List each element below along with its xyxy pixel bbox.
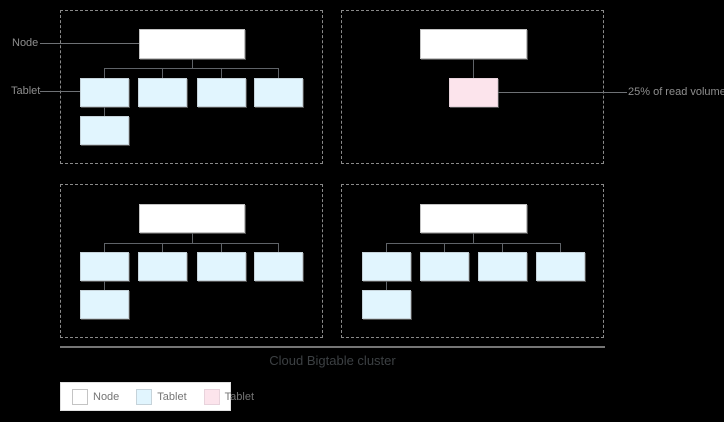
node-swatch: [72, 388, 88, 405]
read-volume-annotation-label: 25% of read volume: [628, 86, 724, 98]
connector-line: [162, 243, 163, 252]
tablet-box: [197, 252, 246, 281]
node-box: [139, 29, 245, 59]
connector-line: [162, 68, 163, 78]
connector-line: [473, 59, 474, 78]
connector-line: [104, 281, 105, 290]
tablet-box: [80, 116, 129, 145]
tablet-box: [80, 290, 129, 319]
connector-line: [104, 107, 105, 116]
node-box: [420, 29, 527, 59]
connector-line: [221, 243, 222, 252]
node-leader-line: [40, 43, 139, 44]
legend-item-node: Node: [72, 388, 120, 405]
connector-line: [104, 68, 105, 78]
legend-item-tablet: Tablet: [136, 388, 187, 405]
connector-line: [278, 243, 279, 252]
connector-line: [104, 68, 279, 69]
connector-line: [221, 68, 222, 78]
connector-line: [104, 243, 105, 252]
tablet-annotation-label: Tablet: [11, 85, 41, 97]
tablet-box: [420, 252, 469, 281]
connector-line: [386, 243, 387, 252]
tablet-box: [197, 78, 246, 107]
tablet-box: [362, 290, 411, 319]
tablet-leader-line: [40, 91, 80, 92]
connector-line: [560, 243, 561, 252]
node-group-bottom-left: [60, 184, 323, 338]
tablet-box: [80, 252, 129, 281]
connector-line: [192, 233, 193, 243]
connector-line: [502, 243, 503, 252]
tablet-box: [536, 252, 585, 281]
node-annotation-label: Node: [12, 37, 39, 49]
tablet-box: [138, 252, 187, 281]
legend-label: Node: [93, 390, 120, 403]
connector-line: [386, 281, 387, 290]
read-volume-leader-line: [498, 92, 627, 93]
connector-line: [473, 233, 474, 243]
tablet-swatch: [136, 388, 153, 405]
cluster-title: Cloud Bigtable cluster: [269, 353, 396, 368]
node-group-bottom-right: [341, 184, 604, 338]
legend-label: Tablet: [157, 390, 187, 403]
connector-line: [278, 68, 279, 78]
hot-tablet-box: [449, 78, 498, 107]
tablet-box: [362, 252, 411, 281]
connector-line: [104, 243, 279, 244]
cluster-underline: [60, 346, 605, 348]
connector-line: [444, 243, 445, 252]
node-box: [420, 204, 527, 233]
legend-item-hot-tablet: Tablet: [203, 388, 255, 405]
node-box: [139, 204, 245, 233]
tablet-box: [138, 78, 187, 107]
tablet-box: [254, 252, 303, 281]
node-group-top-left: [60, 10, 323, 164]
tablet-box: [80, 78, 129, 107]
connector-line: [386, 243, 561, 244]
legend-label: Tablet: [224, 390, 255, 403]
node-group-top-right: [341, 10, 604, 164]
connector-line: [192, 59, 193, 68]
tablet-box: [254, 78, 303, 107]
hot-tablet-swatch: [203, 388, 220, 405]
tablet-box: [478, 252, 527, 281]
legend: Node Tablet Tablet: [60, 382, 254, 411]
